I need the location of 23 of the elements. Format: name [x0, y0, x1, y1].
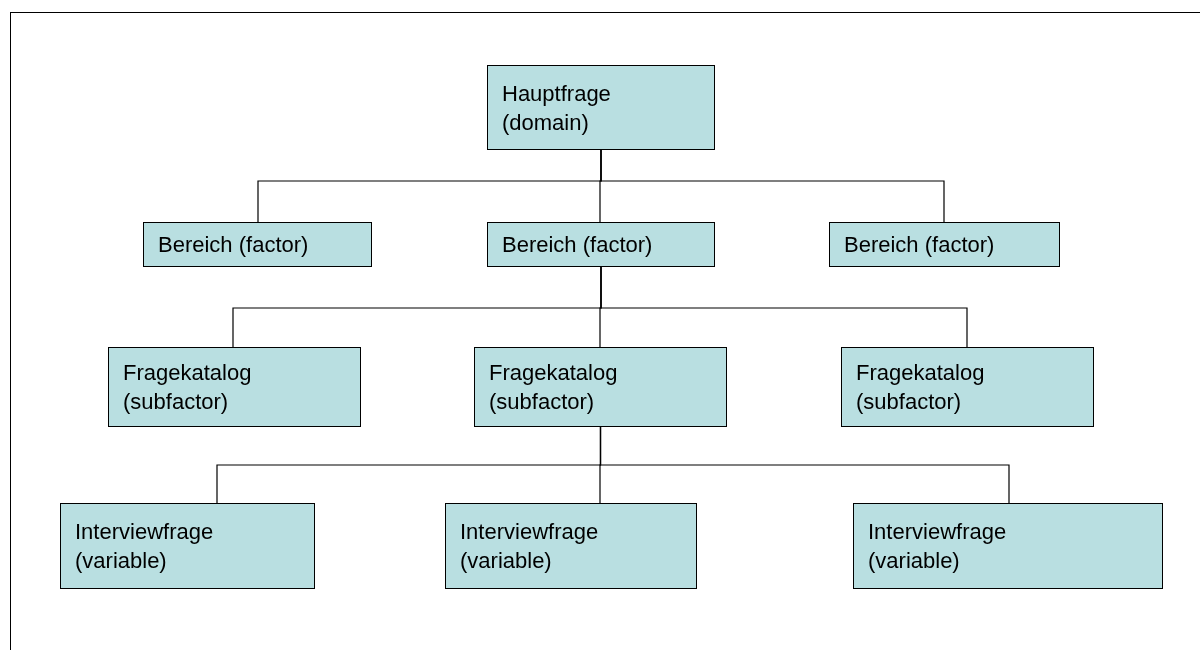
node-box: [853, 503, 1163, 589]
node-label: Bereich (factor): [844, 231, 995, 259]
node-box: [108, 347, 361, 427]
node-label: Bereich (factor): [158, 231, 309, 259]
node-label: Hauptfrage (domain): [502, 79, 611, 137]
node-label: Interviewfrage (variable): [868, 518, 1007, 575]
node-box: [474, 347, 727, 427]
connector-line: [600, 149, 945, 223]
node-box: [445, 503, 697, 589]
node-box: [487, 222, 715, 267]
node-box: [829, 222, 1060, 267]
node-label: Fragekatalog (subfactor): [123, 359, 252, 416]
node-label: Interviewfrage (variable): [75, 518, 214, 575]
node-label: Interviewfrage (variable): [460, 518, 599, 575]
node-label: Fragekatalog (subfactor): [856, 359, 985, 416]
node-label: Fragekatalog (subfactor): [489, 359, 618, 416]
node-label: Bereich (factor): [502, 231, 653, 259]
connector-line: [599, 426, 1010, 504]
node-box: [143, 222, 372, 267]
node-box: [60, 503, 315, 589]
node-box: [487, 65, 715, 150]
connector-line: [600, 266, 968, 348]
node-box: [841, 347, 1094, 427]
